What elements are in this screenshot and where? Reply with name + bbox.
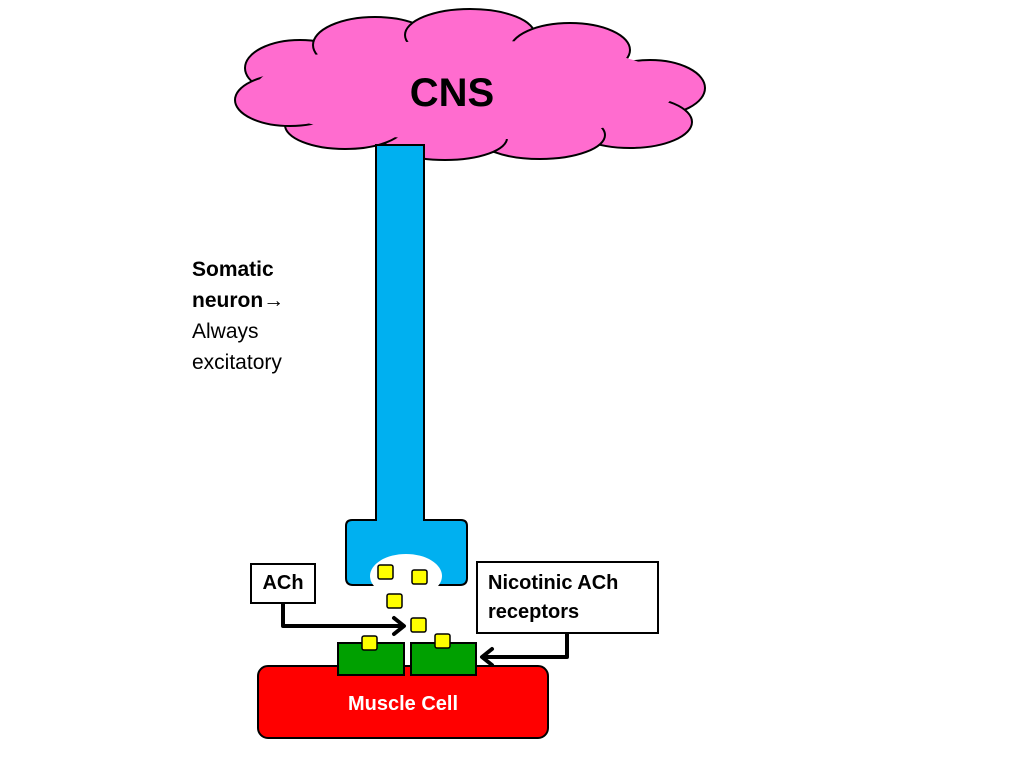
ach-molecule bbox=[361, 635, 378, 651]
note-line-neuron: neuron bbox=[192, 289, 264, 312]
muscle-cell-label: Muscle Cell bbox=[348, 693, 458, 715]
ach-label-box: ACh bbox=[250, 563, 316, 604]
somatic-neuron-note: Somatic neuron→ Always excitatory bbox=[192, 254, 284, 378]
receptors-label-line2: receptors bbox=[488, 601, 580, 623]
receptors-label-box: Nicotinic ACh receptors bbox=[476, 561, 659, 634]
receptor-arrow bbox=[480, 632, 569, 667]
note-line-always: Always bbox=[192, 320, 259, 343]
note-line-somatic: Somatic bbox=[192, 258, 274, 281]
neuron-axon bbox=[345, 144, 468, 586]
ach-molecule bbox=[434, 633, 451, 649]
note-line-excitatory: excitatory bbox=[192, 351, 282, 374]
ach-molecule bbox=[386, 593, 403, 609]
receptors-label-line1: Nicotinic ACh bbox=[488, 572, 619, 594]
ach-molecule bbox=[411, 569, 428, 585]
ach-arrow bbox=[281, 602, 406, 636]
ach-label: ACh bbox=[262, 572, 304, 594]
arrow-right-icon: → bbox=[263, 289, 285, 312]
ach-molecule bbox=[377, 564, 394, 580]
ach-molecule bbox=[410, 617, 427, 633]
cns-cloud: CNS bbox=[234, 8, 706, 161]
cns-label: CNS bbox=[410, 71, 494, 115]
